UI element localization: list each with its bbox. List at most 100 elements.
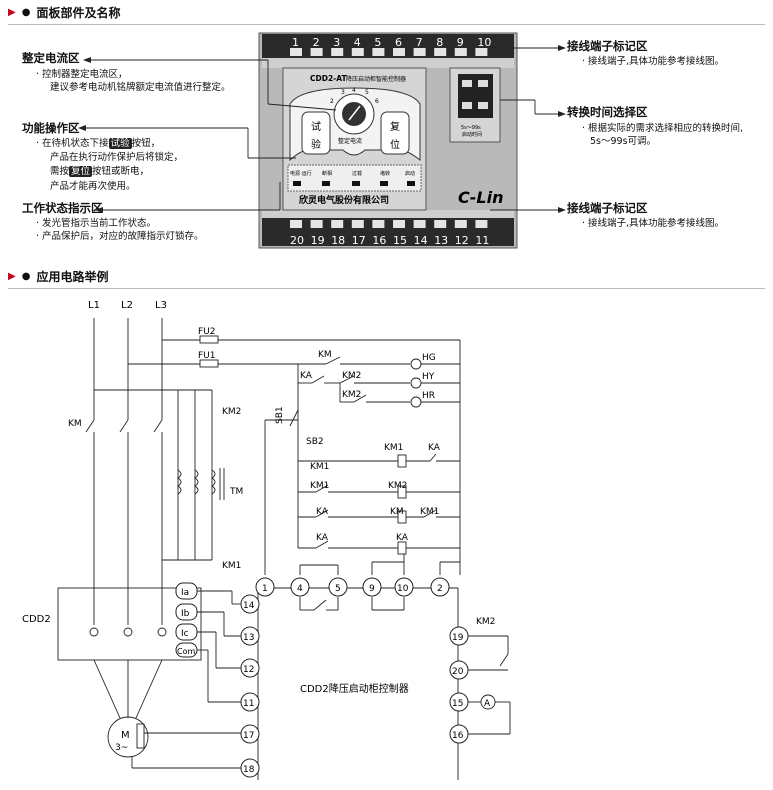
timer-label: 启动时间 (462, 131, 482, 138)
note-function-line: 产品才能再次使用。 (50, 181, 136, 192)
led-label: 断相 (322, 170, 332, 177)
device-panel: CDD2-AT 降压启动柜智能控制器 2 3 4 5 6 整定电流 试 验 复 … (78, 32, 566, 249)
note-function-line: 需按复位按钮或断电， (50, 166, 150, 177)
contact-label: KA (396, 533, 409, 543)
note-status-title: 工作状态指示区 (22, 201, 103, 215)
reset-button-label: 复 (390, 120, 400, 133)
terminal-screw (413, 220, 426, 228)
contact-label: KA (316, 533, 329, 543)
contact-label: KM2 (388, 481, 407, 491)
knob-label: 整定电流 (338, 137, 362, 145)
circuit-section-header: ▶ ● 应用电路举例 (8, 266, 108, 286)
brand-logo: C-Lin (458, 188, 503, 207)
knob-num: 5 (365, 89, 369, 96)
terminal-screw (454, 48, 467, 56)
bottom-terminal-number: 15 (393, 234, 407, 247)
terminal-number: 16 (452, 731, 464, 741)
contact-label: KM (390, 507, 404, 517)
timer-range: 5s～99s (461, 125, 481, 131)
contact-label: KM2 (342, 390, 361, 400)
top-terminal-number: 1 (292, 36, 299, 49)
terminal-screw (331, 220, 344, 228)
top-terminal-strip (262, 34, 514, 58)
terminal-screw (372, 220, 385, 228)
note-status-line: · 产品保护后，对应的故障指示灯锁存。 (36, 231, 204, 242)
test-badge: 试验 (108, 138, 132, 149)
model-desc: 降压启动柜智能控制器 (346, 75, 406, 83)
circuit-section-title: 应用电路举例 (36, 269, 109, 284)
note-terminal-top-line: · 接线端子,具体功能参考接线图。 (582, 56, 725, 67)
lamp-label: HG (422, 353, 436, 363)
terminal-number: 11 (243, 699, 254, 709)
terminal-screw (434, 220, 447, 228)
terminal-screw (351, 48, 364, 56)
ct-input-label: Com (177, 647, 195, 656)
fuse-label: FU1 (198, 351, 216, 361)
terminal-number: 9 (369, 584, 375, 594)
led-label: 启动 (405, 170, 415, 177)
note-status-line: · 发光管指示当前工作状态。 (36, 218, 157, 229)
reset-button[interactable] (380, 111, 410, 155)
test-button[interactable] (301, 111, 331, 155)
note-terminal-top-title: 接线端子标记区 (567, 39, 648, 53)
reset-button-label: 位 (390, 138, 400, 151)
led-indicator (322, 181, 330, 186)
phase-label: L3 (155, 300, 167, 311)
contact-label: KM2 (342, 371, 361, 381)
contact-label: KM2 (222, 407, 241, 417)
circuit-diagram: L1 L2 L3 FU2 FU1 HG HY HR KM KA KM2 KM2 … (22, 300, 511, 780)
motor-label: M (121, 730, 130, 741)
led-indicator (352, 181, 360, 186)
contact-label: KM1 (420, 507, 439, 517)
terminal-number: 14 (243, 601, 255, 611)
lamp-label: HR (422, 391, 435, 401)
led-indicator (407, 181, 415, 186)
controller-name: CDD2降压启动柜控制器 (300, 682, 409, 695)
terminal-number: 20 (452, 667, 464, 677)
terminal-screw (331, 48, 344, 56)
note-function-line: · 在待机状态下接试验按钮， (36, 138, 161, 149)
terminal-screw (475, 220, 488, 228)
bottom-terminal-number: 11 (475, 234, 490, 247)
top-terminal-number: 10 (477, 36, 492, 49)
terminal-number: 10 (397, 584, 409, 594)
contact-label: KM (68, 419, 82, 429)
terminal-number: 12 (243, 665, 254, 675)
contact-label: KA (316, 507, 329, 517)
contact-label: SB1 (275, 406, 285, 424)
company-name: 欣灵电气股份有限公司 (299, 194, 389, 206)
terminal-number: 15 (452, 699, 463, 709)
terminal-screw (393, 220, 405, 228)
phase-label: L1 (88, 300, 100, 311)
knob-num: 6 (375, 98, 379, 105)
terminal-screw (310, 48, 323, 56)
terminal-screw (434, 48, 447, 56)
timer-dial[interactable] (462, 102, 472, 109)
model-label: CDD2-AT (310, 74, 348, 83)
bottom-terminal-number: 16 (372, 234, 387, 247)
contact-label: KM1 (310, 462, 329, 472)
terminal-number: 13 (243, 633, 254, 643)
contact-label: TM (229, 487, 243, 497)
note-terminal-bottom-line: · 接线端子,具体功能参考接线图。 (582, 218, 725, 229)
contact-label: KM1 (222, 561, 241, 571)
bullet-icon: ● (21, 6, 31, 18)
panel-section-header: ▶ ● 面板部件及名称 (8, 2, 120, 22)
led-indicator (380, 181, 388, 186)
terminal-screw (290, 48, 302, 56)
note-setting-line: · 控制器整定电流区， (36, 69, 128, 80)
contact-label: KA (300, 371, 313, 381)
timer-dial[interactable] (478, 102, 488, 109)
note-function-title: 功能操作区 (22, 121, 80, 135)
knob-num: 2 (330, 98, 334, 105)
bottom-terminal-number: 14 (413, 234, 428, 247)
terminal-number: 2 (437, 584, 443, 594)
note-setting-line: 建议参考电动机铭牌额定电流值进行整定。 (50, 82, 231, 93)
reset-badge: 复位 (69, 166, 93, 177)
arrow-right-icon: ▶ (8, 270, 16, 282)
terminal-screw (351, 220, 364, 228)
terminal-screw (454, 220, 467, 228)
knob-num: 4 (352, 87, 356, 94)
top-terminal-number: 8 (436, 36, 444, 49)
terminal-screw (393, 48, 405, 56)
